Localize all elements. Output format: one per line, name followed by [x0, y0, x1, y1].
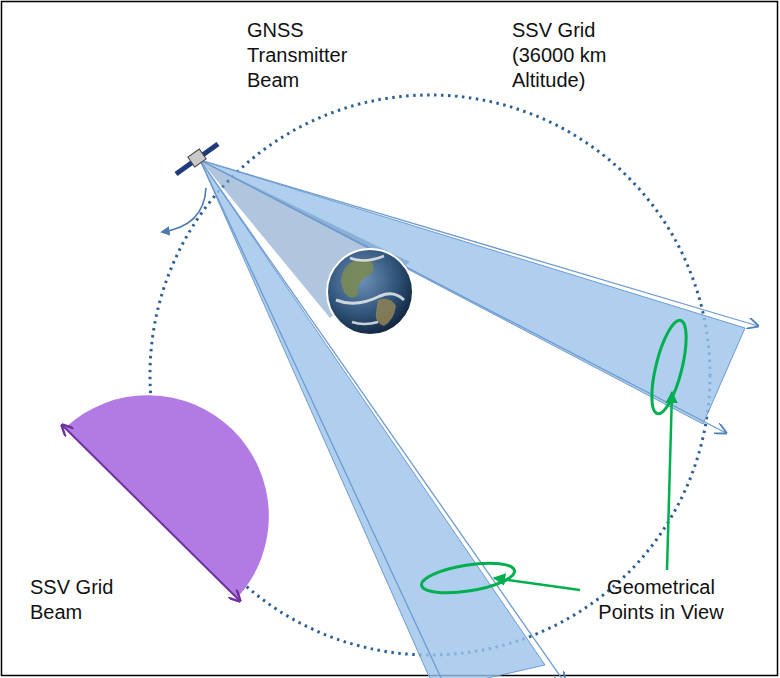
transmitter-beams: [200, 160, 758, 678]
ssv-grid-beam-lobe: [65, 395, 269, 598]
gnss-satellite: [176, 144, 218, 174]
beam-label: SSV Grid Beam: [30, 575, 125, 625]
leader-arrow: [667, 392, 672, 570]
earth: [327, 249, 413, 335]
leader-arrow: [494, 578, 580, 590]
motion-arrow: [162, 188, 206, 232]
callout-label: Geometrical Points in View: [586, 575, 736, 625]
beam-aperture-line: [62, 425, 240, 601]
orbit-label: SSV Grid (36000 km Altitude): [512, 18, 630, 93]
points-in-view-ellipse: [645, 317, 693, 416]
satellite-label: GNSS Transmitter Beam: [247, 18, 367, 93]
